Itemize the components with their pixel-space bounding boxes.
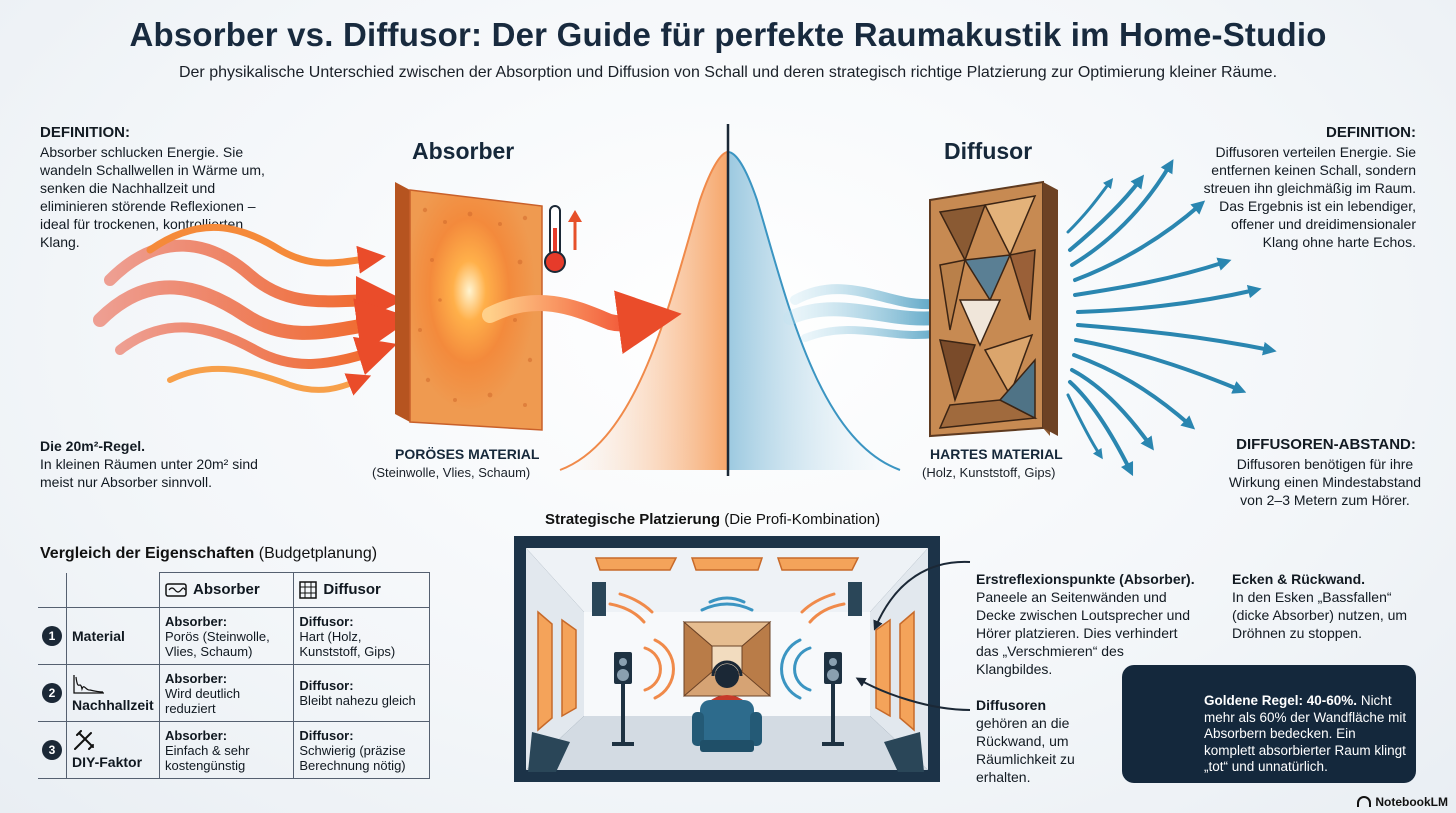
absorber-material-sub: (Steinwolle, Vlies, Schaum) xyxy=(372,465,531,480)
scattered-sound-arrows xyxy=(1066,159,1277,477)
absorbed-wave xyxy=(482,290,682,354)
diffusor-material-sub: (Holz, Kunststoff, Gips) xyxy=(922,465,1056,480)
studio-room-illustration xyxy=(514,536,940,782)
golden-rule-text: Goldene Regel: 40-60%. Nicht mehr als 60… xyxy=(1204,693,1407,774)
bass-traps xyxy=(528,582,924,772)
speaker-left xyxy=(612,652,634,746)
comparison-table: Absorber Diffusor 1 Material Absorber:Po… xyxy=(38,572,430,779)
incoming-sound-waves xyxy=(93,223,413,396)
thermometer-icon xyxy=(544,205,582,273)
cell-absorber: Absorber:Einfach & sehr kostengünstig xyxy=(158,721,295,779)
absorber-material-title: PORÖSES MATERIAL xyxy=(395,446,540,462)
back-wall-diffusor xyxy=(682,620,772,698)
absorber-rule-text: In kleinen Räumen unter 20m² sind meist … xyxy=(40,456,258,490)
row-number: 3 xyxy=(42,740,62,760)
table-corner xyxy=(38,572,67,608)
absorber-definition-title: DEFINITION: xyxy=(40,124,130,141)
cell-absorber: Absorber:Porös (Steinwolle, Vlies, Schau… xyxy=(158,607,295,665)
corners-title: Ecken & Rückwand. xyxy=(1232,571,1366,587)
page-title: Absorber vs. Diffusor: Der Guide für per… xyxy=(129,16,1327,53)
absorber-definition-text: Absorber schlucken Energie. Sie wandeln … xyxy=(40,144,265,250)
row-label: Material xyxy=(66,607,160,665)
decay-curve-icon xyxy=(73,675,104,694)
pointer-back-wall xyxy=(855,677,971,711)
sound-arcs xyxy=(608,592,846,700)
cell-diffusor: Diffusor:Hart (Holz, Kunststoff, Gips) xyxy=(293,607,430,665)
pointer-first-reflection xyxy=(873,560,971,631)
absorber-panel xyxy=(395,182,543,431)
cell-diffusor: Diffusor:Schwierig (präzise Berechnung n… xyxy=(293,721,430,779)
table-row: 3 DIY-Faktor Absorber:Einfach & sehr kos… xyxy=(38,721,430,779)
absorber-heading: Absorber xyxy=(412,138,515,164)
placement-heading: Strategische Platzierung (Die Profi-Komb… xyxy=(545,511,881,528)
golden-rule-box: Goldene Regel: 40-60%. Nicht mehr als 60… xyxy=(1122,665,1416,783)
table-header-diffusor: Diffusor xyxy=(293,572,430,608)
brand-icon xyxy=(1357,796,1372,807)
tools-icon xyxy=(74,730,94,750)
diffusor-distance-text: Diffusoren benötigen für ihre Wirkung ei… xyxy=(1228,456,1422,508)
cell-diffusor: Diffusor:Bleibt nahezu gleich xyxy=(293,664,430,722)
ceiling-absorbers xyxy=(594,557,860,571)
row-label: DIY-Faktor xyxy=(66,721,160,779)
brand-label: NotebookLM xyxy=(1357,795,1448,809)
corners-text: In den Esken „Bassfallen“ (dicke Absorbe… xyxy=(1232,589,1408,641)
diffusor-panel xyxy=(929,180,1058,438)
cell-absorber: Absorber:Wird deutlich reduziert xyxy=(158,664,295,722)
table-row: 1 Material Absorber:Porös (Steinwolle, V… xyxy=(38,607,430,665)
diffusor-definition-title: DEFINITION: xyxy=(1326,124,1416,141)
row-number: 1 xyxy=(42,626,62,646)
diffusor-placement-note: Diffusoren gehören an die Rückwand, um R… xyxy=(976,697,1075,785)
diffusor-distance-title: DIFFUSOREN-ABSTAND: xyxy=(1236,436,1416,453)
comparison-heading: Vergleich der Eigenschaften (Budgetplanu… xyxy=(40,545,378,562)
diffusor-heading: Diffusor xyxy=(944,138,1033,164)
diffusor-grid-icon xyxy=(299,581,318,599)
absorber-rule-title: Die 20m²-Regel. xyxy=(40,438,146,454)
foam-panel-icon xyxy=(165,583,187,597)
row-number: 2 xyxy=(42,683,62,703)
page-subtitle: Der physikalische Unterschied zwischen d… xyxy=(178,64,1278,81)
first-reflection-text: Paneele an Seitenwänden und Decke zwisch… xyxy=(976,589,1191,677)
diffusor-material-title: HARTES MATERIAL xyxy=(930,446,1063,462)
first-reflection-title: Erstreflexionspunkte (Absorber). xyxy=(976,571,1195,587)
table-corner-label xyxy=(66,572,160,608)
speaker-right xyxy=(822,652,844,746)
row-label: Nachhallzeit xyxy=(66,664,160,722)
bell-curve xyxy=(559,151,901,471)
diffusor-definition-text: Diffusoren verteilen Energie. Sie entfer… xyxy=(1203,144,1416,250)
listener-in-chair xyxy=(692,660,762,752)
table-row: 2 Nachhallzeit Absorber:Wird deutlich re… xyxy=(38,664,430,722)
table-header-absorber: Absorber xyxy=(158,572,295,608)
